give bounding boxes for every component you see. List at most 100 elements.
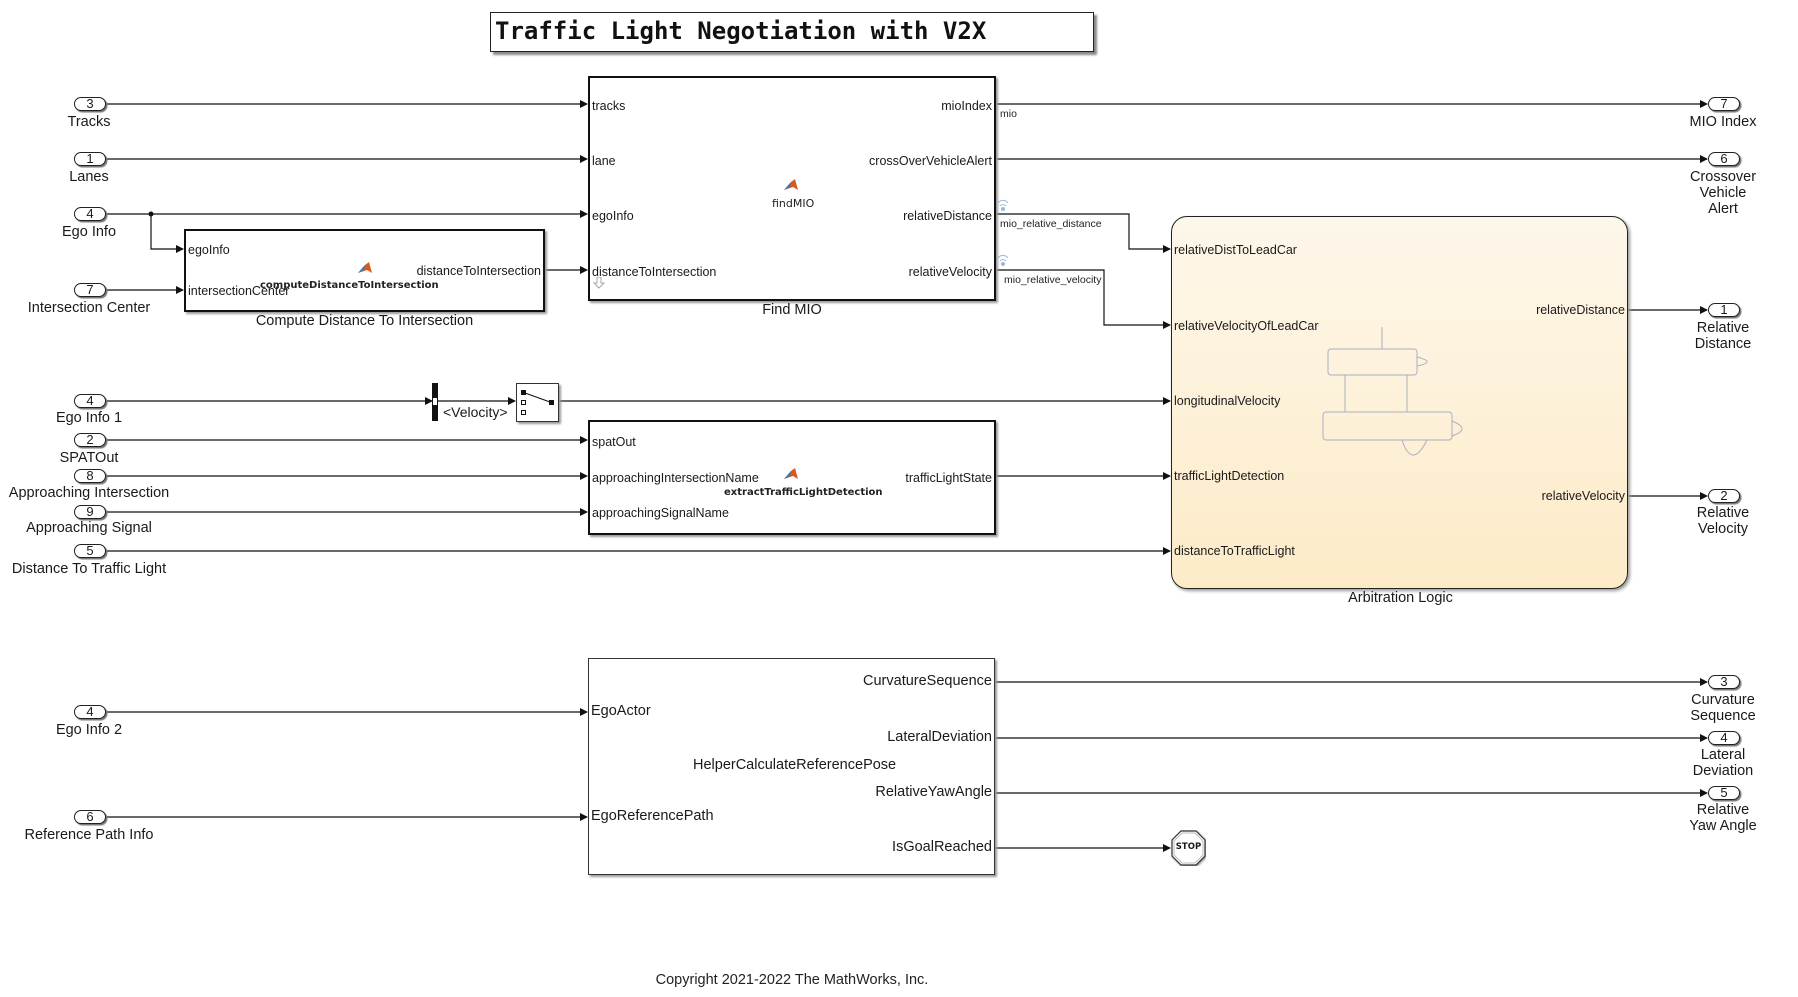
inport-intersection-center[interactable]: 7 xyxy=(74,283,106,297)
input-port-label: egoInfo xyxy=(188,243,230,257)
input-port-label: egoInfo xyxy=(592,209,634,223)
input-port-label: spatOut xyxy=(592,435,636,449)
outport-crossover-vehicle-alert[interactable]: 6 xyxy=(1708,152,1740,166)
bus-selector[interactable] xyxy=(432,383,438,421)
input-port-label: lane xyxy=(592,154,616,168)
function-name: extractTrafficLightDetection xyxy=(724,487,883,498)
output-port-label: relativeDistance xyxy=(1536,303,1625,317)
matlab-function-icon xyxy=(784,179,798,190)
input-port-label: intersectionCenter xyxy=(188,284,290,298)
output-port-label: CurvatureSequence xyxy=(863,673,992,689)
branch-point xyxy=(148,211,154,217)
inport-label: Distance To Traffic Light xyxy=(11,561,167,577)
input-port-label: relativeVelocityOfLeadCar xyxy=(1174,319,1319,333)
outport-relative-velocity[interactable]: 2 xyxy=(1708,489,1740,503)
output-port-label: distanceToIntersection xyxy=(416,264,541,278)
inport-label: Ego Info 2 xyxy=(55,722,123,738)
output-port-label: mioIndex xyxy=(941,99,992,113)
matlab-function-icon xyxy=(358,262,372,273)
output-port-label: relativeVelocity xyxy=(1541,489,1625,503)
output-port-label: RelativeYawAngle xyxy=(875,784,992,800)
inport-ego-info[interactable]: 4 xyxy=(74,207,106,221)
input-port-label: approachingIntersectionName xyxy=(592,471,759,485)
outport-relative-distance[interactable]: 1 xyxy=(1708,303,1740,317)
stop-label: STOP xyxy=(1175,842,1202,852)
input-port-label: approachingSignalName xyxy=(592,506,729,520)
inport-tracks[interactable]: 3 xyxy=(74,97,106,111)
inport-label: Tracks xyxy=(67,114,111,130)
outport-label: Curvature Sequence xyxy=(1690,692,1756,724)
signal-label-mio-relative-distance: mio_relative_distance xyxy=(1000,218,1102,230)
compute-distance-block[interactable]: egoInfo intersectionCenter distanceToInt… xyxy=(184,229,545,312)
signal-logging-icon xyxy=(997,254,1009,266)
inport-label: Ego Info 1 xyxy=(55,410,123,426)
bus-selector-signal-label: <Velocity> xyxy=(443,404,508,420)
inport-distance-to-traffic-light[interactable]: 5 xyxy=(74,544,106,558)
copyright-notice: Copyright 2021-2022 The MathWorks, Inc. xyxy=(655,972,929,988)
outport-label: Relative Velocity xyxy=(1696,505,1750,537)
outport-label: Crossover Vehicle Alert xyxy=(1689,169,1757,217)
extract-traffic-light-detection-block[interactable]: spatOut approachingIntersectionName appr… xyxy=(588,420,996,535)
line-egoinfo-branch[interactable] xyxy=(150,214,184,253)
output-port-label: crossOverVehicleAlert xyxy=(869,154,992,168)
inport-lanes[interactable]: 1 xyxy=(74,152,106,166)
manual-switch-block[interactable] xyxy=(516,383,559,422)
model-title-box: Traffic Light Negotiation with V2X xyxy=(490,12,1094,52)
outport-label: MIO Index xyxy=(1689,114,1757,130)
signal-label-mio-relative-velocity: mio_relative_velocity xyxy=(1004,274,1102,286)
input-port-label: distanceToTrafficLight xyxy=(1174,544,1295,558)
arbitration-logic-chart[interactable]: relativeDistToLeadCar relativeVelocityOf… xyxy=(1171,216,1628,589)
block-label: Find MIO xyxy=(762,302,822,318)
inport-spatout[interactable]: 2 xyxy=(74,433,106,447)
inport-approaching-signal[interactable]: 9 xyxy=(74,505,106,519)
inport-approaching-intersection[interactable]: 8 xyxy=(74,469,106,483)
block-label: Arbitration Logic xyxy=(1348,590,1453,606)
outport-relative-yaw-angle[interactable]: 5 xyxy=(1708,786,1740,800)
input-port-label: trafficLightDetection xyxy=(1174,469,1285,483)
outport-lateral-deviation[interactable]: 4 xyxy=(1708,731,1740,745)
outport-label: Relative Yaw Angle xyxy=(1689,802,1757,834)
line-mio-relative-distance[interactable] xyxy=(995,213,1171,253)
input-port-label: EgoActor xyxy=(591,703,651,719)
inport-label: Approaching Signal xyxy=(26,520,152,536)
model-title: Traffic Light Negotiation with V2X xyxy=(495,17,987,45)
block-label: Compute Distance To Intersection xyxy=(255,313,474,329)
outport-label: Relative Distance xyxy=(1694,320,1752,352)
function-name: computeDistanceToIntersection xyxy=(260,280,439,291)
input-port-label: distanceToIntersection xyxy=(592,265,717,279)
inport-label: Reference Path Info xyxy=(24,827,154,843)
inport-ego-info-1[interactable]: 4 xyxy=(74,394,106,408)
inport-label: Intersection Center xyxy=(27,300,151,316)
input-port-label: relativeDistToLeadCar xyxy=(1174,243,1297,257)
inport-label: Lanes xyxy=(69,169,109,185)
output-port-label: trafficLightState xyxy=(905,471,992,485)
inport-label: Ego Info xyxy=(61,224,117,240)
input-port-label: longitudinalVelocity xyxy=(1174,394,1281,408)
line-mio-relative-velocity[interactable] xyxy=(995,269,1171,329)
output-port-label: IsGoalReached xyxy=(892,839,992,855)
outport-mio-index[interactable]: 7 xyxy=(1708,97,1740,111)
switch-icon xyxy=(521,390,554,415)
outport-curvature-sequence[interactable]: 3 xyxy=(1708,675,1740,689)
find-mio-block[interactable]: tracks lane egoInfo distanceToIntersecti… xyxy=(588,76,996,301)
stop-simulation-block[interactable]: STOP xyxy=(1171,830,1206,866)
stop-sign-icon xyxy=(1171,830,1206,866)
signal-label-mio: mio xyxy=(1000,108,1017,120)
outport-label: Lateral Deviation xyxy=(1692,747,1754,779)
input-port-label: tracks xyxy=(592,99,626,113)
inport-label: SPATOut xyxy=(59,450,119,466)
signal-logging-icon xyxy=(997,199,1009,211)
bus-selector-port xyxy=(433,398,437,405)
matlab-function-icon xyxy=(784,468,798,479)
data-store-icon xyxy=(593,277,605,289)
inport-reference-path-info[interactable]: 6 xyxy=(74,810,106,824)
block-name: HelperCalculateReferencePose xyxy=(693,757,897,773)
inport-label: Approaching Intersection xyxy=(8,485,170,501)
input-port-label: EgoReferencePath xyxy=(591,808,714,824)
helper-calculate-reference-pose-block[interactable]: EgoActor EgoReferencePath CurvatureSeque… xyxy=(588,658,995,875)
output-port-label: relativeVelocity xyxy=(908,265,992,279)
inport-ego-info-2[interactable]: 4 xyxy=(74,705,106,719)
output-port-label: LateralDeviation xyxy=(887,729,992,745)
stateflow-chart-icon xyxy=(1322,327,1463,456)
